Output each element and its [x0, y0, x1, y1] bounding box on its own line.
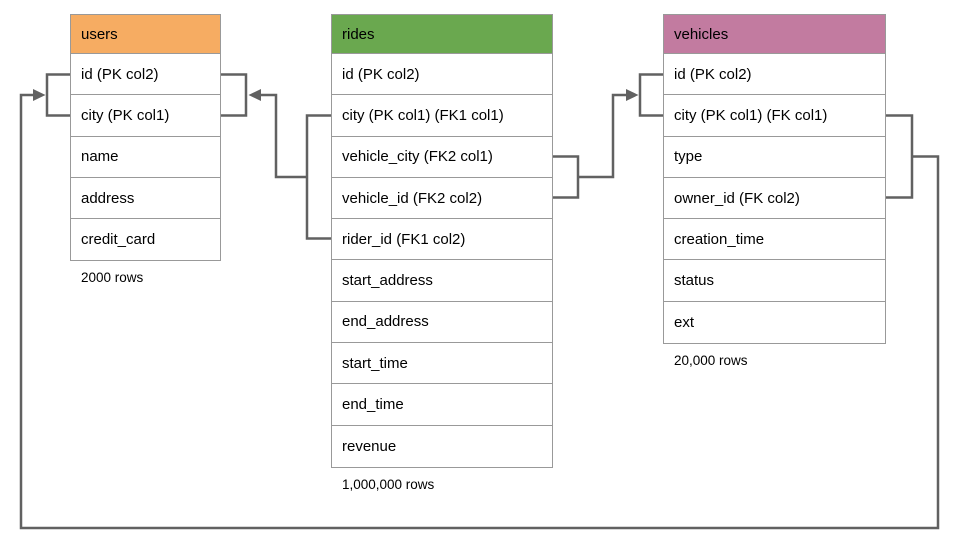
column-row: credit_card — [71, 219, 220, 261]
column-row: id (PK col2) — [664, 54, 885, 96]
table-title-vehicles: vehicles — [664, 15, 885, 54]
column-row: end_time — [332, 384, 552, 426]
fk1-arrowhead-icon — [248, 89, 261, 101]
column-row: owner_id (FK col2) — [664, 177, 885, 220]
column-row: city (PK col1) — [71, 95, 220, 137]
column-row: creation_time — [664, 219, 885, 261]
table-title-users: users — [71, 15, 220, 54]
table-row-count-users: 2000 rows — [81, 270, 144, 286]
table-columns: id (PK col2)city (PK col1) (FK col1)type… — [664, 54, 885, 344]
vehicles-left-bracket — [638, 73, 663, 117]
er-table-box: vehicles id (PK col2)city (PK col1) (FK … — [663, 14, 886, 345]
users-left-bracket — [45, 73, 70, 117]
connector-fk2-rides-to-vehicles — [553, 73, 663, 199]
column-row: city (PK col1) (FK1 col1) — [332, 95, 552, 137]
table-title-rides: rides — [332, 15, 552, 54]
column-row: status — [664, 260, 885, 302]
table-row-count-rides: 1,000,000 rows — [342, 476, 435, 492]
fk2-arrowhead-icon — [626, 89, 639, 101]
table-row-count-vehicles: 20,000 rows — [674, 353, 748, 369]
column-row: revenue — [332, 425, 552, 467]
fk-arrowhead-icon — [33, 89, 46, 101]
fk2-link-line — [578, 93, 626, 179]
column-row: rider_id (FK1 col2) — [332, 219, 552, 261]
er-table-box: rides id (PK col2)city (PK col1) (FK1 co… — [331, 14, 553, 468]
fk-loop-line — [19, 93, 940, 530]
column-row: ext — [664, 301, 885, 344]
connector-fk-vehicles-to-users — [19, 73, 940, 530]
column-row: start_address — [332, 260, 552, 302]
vehicles-right-bracket — [886, 114, 914, 199]
column-row: address — [71, 177, 220, 220]
column-row: id (PK col2) — [332, 54, 552, 96]
rides-right-bracket — [553, 155, 580, 199]
rides-left-bracket — [305, 114, 331, 240]
er-table-rides: rides id (PK col2)city (PK col1) (FK1 co… — [331, 14, 553, 492]
table-columns: id (PK col2)city (PK col1) (FK1 col1)veh… — [332, 54, 552, 467]
column-row: id (PK col2) — [71, 54, 220, 96]
column-row: end_address — [332, 301, 552, 344]
fk1-link-line — [260, 93, 307, 179]
connector-fk1-rides-to-users — [221, 73, 331, 240]
column-row: start_time — [332, 343, 552, 385]
er-table-vehicles: vehicles id (PK col2)city (PK col1) (FK … — [663, 14, 886, 368]
column-row: name — [71, 136, 220, 178]
column-row: vehicle_id (FK2 col2) — [332, 177, 552, 220]
column-row: type — [664, 136, 885, 178]
users-right-bracket — [221, 73, 248, 117]
column-row: vehicle_city (FK2 col1) — [332, 136, 552, 178]
column-row: city (PK col1) (FK col1) — [664, 95, 885, 137]
